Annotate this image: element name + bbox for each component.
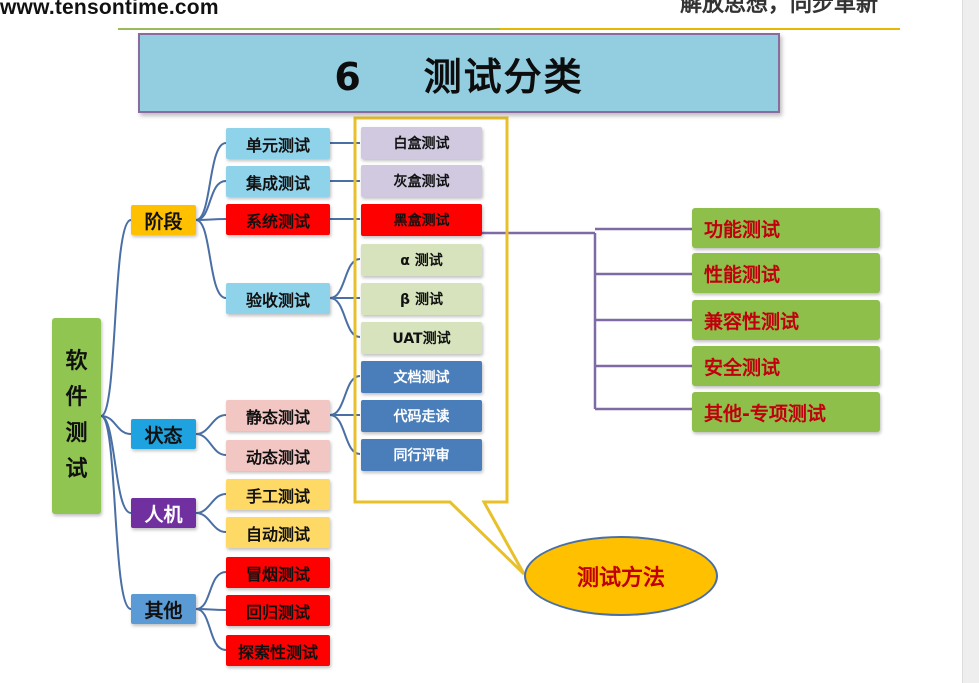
edge-stage-integration	[195, 180, 227, 221]
blackbox-functional: 功能测试	[692, 208, 880, 248]
stage-system-test: 系统测试	[226, 204, 330, 235]
root-label: 软件测试	[65, 344, 87, 488]
other-regression-test: 回归测试	[226, 595, 330, 626]
stage-acceptance-test: 验收测试	[226, 283, 330, 314]
page-title: 6 测试分类	[334, 54, 584, 99]
human-auto-test: 自动测试	[226, 517, 330, 548]
method-beta: β 测试	[361, 283, 482, 315]
edge-other-smoke	[195, 571, 227, 610]
other-smoke-test: 冒烟测试	[226, 557, 330, 588]
node-label: 探索性测试	[237, 642, 318, 662]
node-label: 回归测试	[245, 602, 310, 622]
category-human: 人机	[131, 498, 196, 528]
category-label: 状态	[144, 424, 183, 447]
node-label: UAT测试	[392, 331, 451, 347]
callout-label: 测试方法	[576, 566, 665, 591]
node-label: 兼容性测试	[704, 310, 800, 333]
callout-oval: 测试方法	[524, 536, 718, 616]
blackbox-performance: 性能测试	[692, 253, 880, 293]
site-url: www.tensontime.com	[0, 0, 219, 19]
category-label: 其他	[144, 599, 183, 622]
edge-stage-unit	[195, 142, 227, 221]
category-other: 其他	[131, 594, 196, 624]
node-label: 黑盒测试	[393, 213, 450, 229]
category-label: 阶段	[144, 210, 183, 233]
root-node: 软件测试	[52, 318, 101, 514]
node-label: 动态测试	[245, 447, 310, 467]
category-label: 人机	[144, 503, 183, 526]
root-char: 试	[65, 457, 88, 482]
root-char: 测	[65, 421, 88, 446]
node-label: β 测试	[400, 292, 443, 308]
method-code-walkthrough: 代码走读	[361, 400, 482, 432]
node-label: 集成测试	[245, 173, 310, 193]
edge-root-other	[100, 415, 132, 610]
edge-root-human	[100, 415, 132, 514]
edge-other-explore	[195, 608, 227, 651]
scrollbar[interactable]	[962, 0, 979, 683]
node-label: 单元测试	[245, 135, 310, 155]
category-stage: 阶段	[131, 205, 196, 235]
edge-state-dynamic	[195, 433, 227, 456]
method-whitebox: 白盒测试	[361, 127, 482, 159]
node-label: 系统测试	[245, 211, 310, 231]
edge-state-static	[195, 414, 227, 435]
root-char: 软	[65, 349, 88, 374]
stage-unit-test: 单元测试	[226, 128, 330, 159]
node-label: 验收测试	[245, 290, 310, 310]
other-exploratory-test: 探索性测试	[226, 635, 330, 666]
node-label: 安全测试	[704, 356, 781, 379]
methods-callout-frame	[353, 116, 526, 576]
category-state: 状态	[131, 419, 196, 449]
slogan-text: 解放思想，同步革新	[680, 0, 879, 17]
node-label: 白盒测试	[393, 136, 450, 152]
blackbox-security: 安全测试	[692, 346, 880, 386]
title-banner: 6 测试分类	[138, 33, 780, 113]
node-label: 性能测试	[704, 263, 781, 286]
state-static-test: 静态测试	[226, 400, 330, 431]
method-peer-review: 同行评审	[361, 439, 482, 471]
node-label: 冒烟测试	[245, 564, 310, 584]
method-uat: UAT测试	[361, 322, 482, 354]
method-blackbox: 黑盒测试	[361, 204, 482, 236]
node-label: 文档测试	[393, 370, 450, 386]
node-label: 同行评审	[393, 448, 450, 464]
blackbox-special: 其他-专项测试	[692, 392, 880, 432]
node-label: 代码走读	[393, 409, 450, 425]
node-label: α 测试	[400, 253, 443, 269]
method-document: 文档测试	[361, 361, 482, 393]
node-label: 其他-专项测试	[704, 402, 826, 425]
root-char: 件	[65, 385, 88, 410]
edge-human-manual	[195, 493, 227, 514]
edge-stage-system	[195, 218, 227, 221]
node-label: 自动测试	[245, 524, 310, 544]
method-graybox: 灰盒测试	[361, 165, 482, 197]
state-dynamic-test: 动态测试	[226, 440, 330, 471]
node-label: 静态测试	[245, 407, 310, 427]
edge-stage-acceptance	[195, 219, 227, 299]
human-manual-test: 手工测试	[226, 479, 330, 510]
edge-root-stage	[100, 219, 132, 417]
blackbox-compatibility: 兼容性测试	[692, 300, 880, 340]
stage-integration-test: 集成测试	[226, 166, 330, 197]
method-alpha: α 测试	[361, 244, 482, 276]
node-label: 灰盒测试	[393, 174, 450, 190]
node-label: 手工测试	[245, 486, 310, 506]
node-label: 功能测试	[704, 218, 781, 241]
edge-human-auto	[195, 512, 227, 533]
